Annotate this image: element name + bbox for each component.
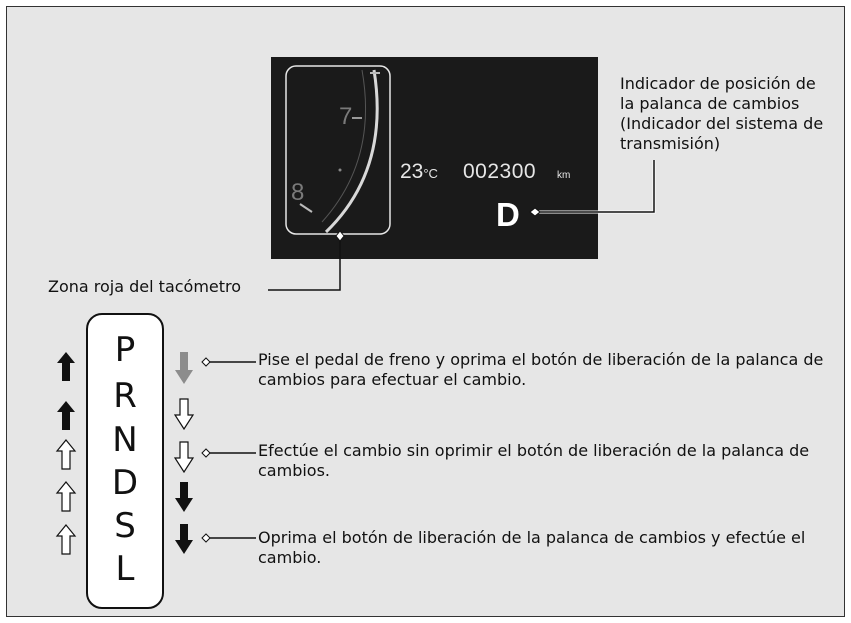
up-arrow-outline-2 — [55, 481, 77, 512]
up-arrow-solid-2 — [57, 401, 75, 430]
tach-tick-8 — [299, 203, 313, 213]
instruction-leader-3-diamond — [201, 533, 211, 543]
up-arrow-solid-1 — [57, 352, 75, 381]
odometer-readout: 002300 — [463, 160, 537, 183]
instruction-leader-1-diamond — [201, 357, 211, 367]
red-zone-callout: Zona roja del tacómetro — [48, 277, 242, 296]
temperature-readout: 23°C — [400, 160, 438, 184]
gear-position-display: D — [496, 196, 520, 233]
gear-l: L — [115, 549, 135, 589]
tachometer-inner-arc — [321, 69, 367, 223]
instrument-cluster — [271, 57, 598, 259]
gear-leader-diamond — [529, 207, 541, 217]
down-arrow-gray — [175, 352, 193, 384]
tachometer-arc — [324, 69, 379, 234]
gear-r: R — [113, 376, 137, 416]
instruction-leader-2-diamond — [201, 448, 211, 458]
instruction-no-release: Efectúe el cambio sin oprimir el botón d… — [258, 441, 810, 480]
down-arrow-solid-2 — [175, 524, 193, 554]
down-arrow-solid-1 — [175, 482, 193, 512]
tach-mark-8: 8 — [291, 179, 305, 206]
gear-n: N — [112, 420, 138, 460]
odometer-unit: km — [557, 170, 571, 181]
gear-selector: P R N D S L — [86, 313, 164, 609]
tach-mark-7: 7 — [339, 103, 353, 130]
gear-p: P — [114, 330, 136, 370]
down-arrow-outline-2 — [173, 441, 195, 474]
gear-leader — [536, 160, 655, 213]
red-zone-leader-diamond — [335, 230, 345, 242]
gear-d: D — [111, 463, 139, 503]
instruction-release: Oprima el botón de liberación de la pala… — [258, 528, 806, 567]
shift-indicator-callout: Indicador de posición de la palanca de c… — [620, 74, 824, 153]
down-arrow-outline-1 — [173, 398, 195, 431]
red-zone-leader — [268, 236, 341, 291]
temperature-unit: °C — [423, 166, 438, 181]
up-arrow-outline-1 — [55, 439, 77, 470]
up-arrow-outline-3 — [55, 524, 77, 555]
gear-leader-outline — [536, 160, 656, 214]
gear-s: S — [114, 506, 136, 546]
instruction-brake-release: Pise el pedal de freno y oprima el botón… — [258, 350, 824, 389]
red-zone-highlight — [285, 65, 391, 235]
tach-dot — [338, 168, 342, 172]
temperature-value: 23 — [400, 160, 424, 183]
